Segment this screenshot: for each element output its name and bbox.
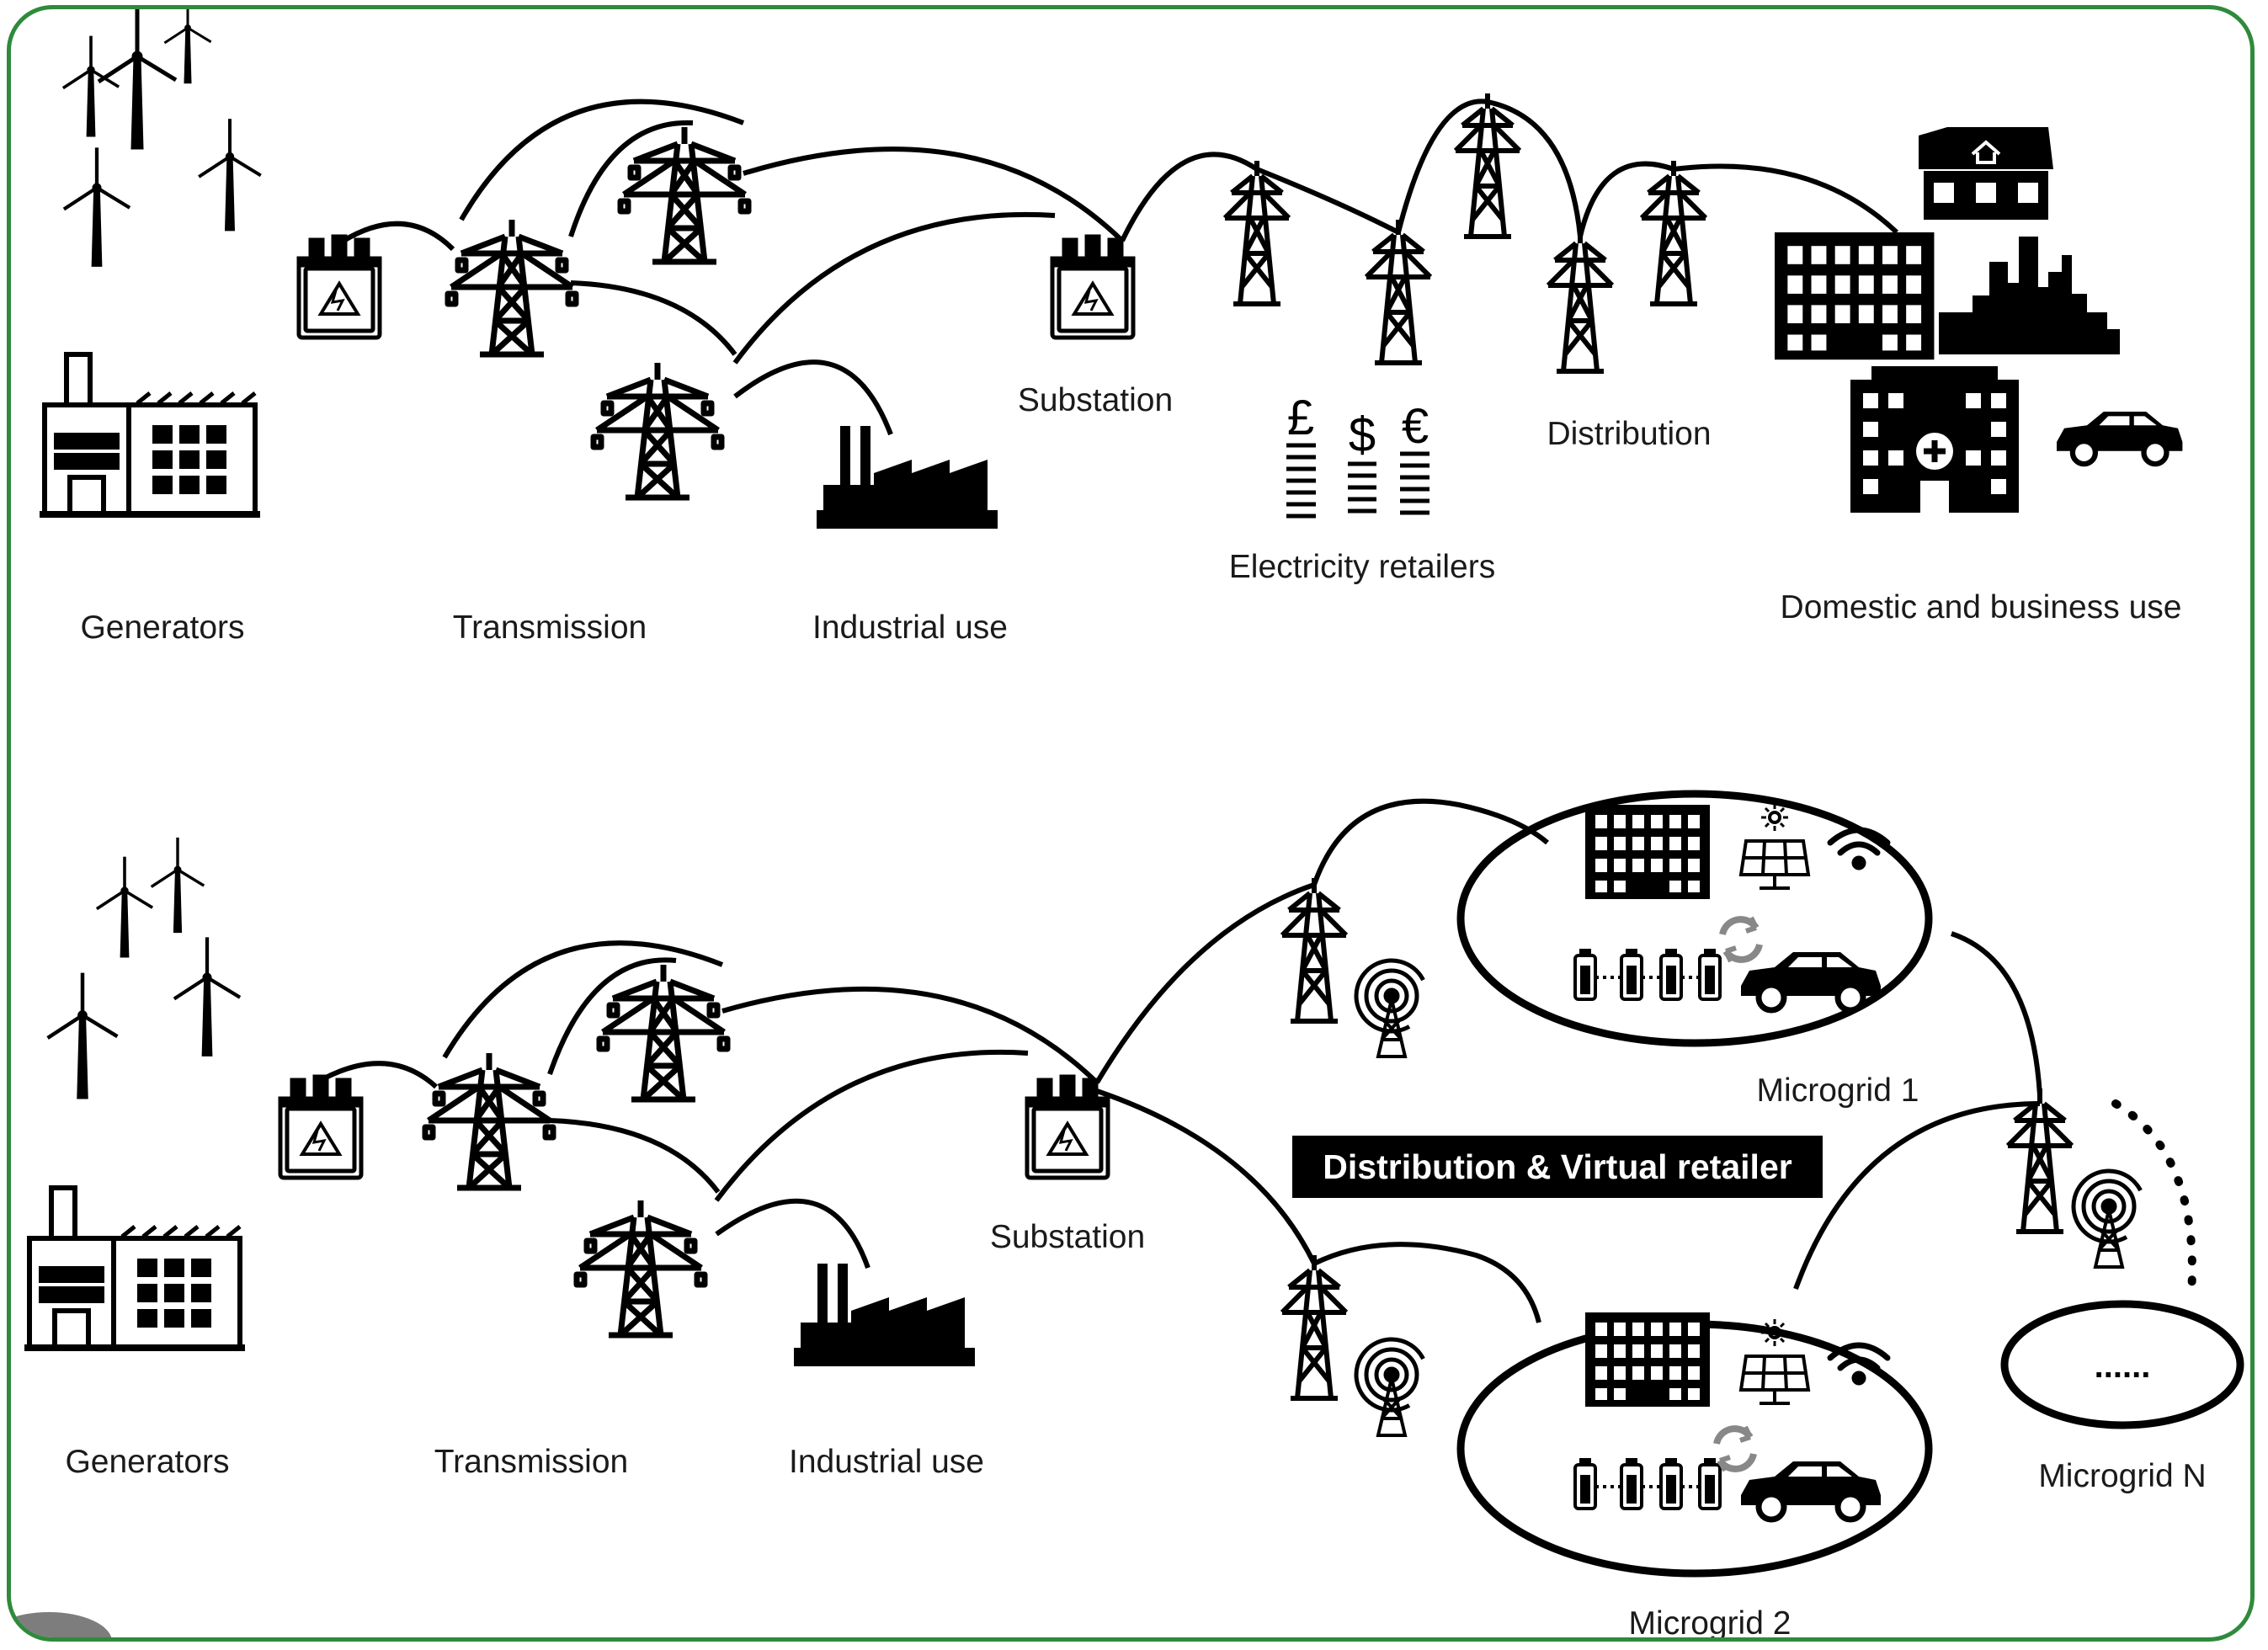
- electricity-retailers-label: Electricity retailers: [1228, 549, 1496, 585]
- top-power-lines: [342, 98, 1899, 436]
- bottom-wind-farm: [48, 836, 241, 1099]
- transformer-icon: [1027, 1077, 1108, 1178]
- wind-turbine-icon: [95, 854, 154, 959]
- car-icon: [1741, 952, 1881, 1010]
- wind-turbine-icon: [162, 9, 213, 85]
- pylon-icon: [1548, 228, 1612, 371]
- pylon-icon: [599, 965, 727, 1099]
- battery-icon: [1620, 1458, 1643, 1510]
- transformer-icon: [1052, 237, 1133, 338]
- diagram-frame: £ $ €: [7, 5, 2255, 1642]
- wind-turbine-icon: [150, 836, 205, 934]
- pylon-icon: [448, 220, 576, 354]
- pylon-icon: [620, 127, 748, 262]
- consumers-group: [1775, 127, 2182, 513]
- wind-turbine-icon: [64, 147, 130, 266]
- wind-turbine-icon: [199, 119, 261, 231]
- pylon-icon: [1456, 93, 1520, 237]
- diagram-canvas: £ $ €: [11, 9, 2244, 1578]
- house-icon: [1919, 127, 2053, 220]
- radio-tower-icon: [2061, 1158, 2158, 1267]
- factory-icon: [817, 426, 998, 529]
- car-icon: [1741, 1461, 1881, 1520]
- microgrid-n-inner-text: ......: [2095, 1348, 2151, 1385]
- transformer-icon: [280, 1077, 361, 1178]
- top-substation-label: Substation: [1017, 382, 1174, 418]
- domestic-business-use-label: Domestic and business use: [1780, 589, 2182, 625]
- battery-icon: [1573, 1458, 1597, 1510]
- microgrid-2: [1456, 1312, 1933, 1578]
- top-generators-label: Generators: [80, 609, 245, 646]
- bottom-transmission-label: Transmission: [434, 1444, 629, 1480]
- wind-turbine-icon: [61, 34, 120, 138]
- pylon-icon: [594, 363, 721, 498]
- office-building-icon: [1775, 232, 1935, 360]
- battery-icon: [1620, 949, 1643, 1001]
- wind-turbine-icon: [98, 9, 176, 149]
- power-plant-icon: [40, 354, 260, 514]
- top-industrial-use-label: Industrial use: [812, 609, 1008, 646]
- pylon-icon: [2008, 1088, 2072, 1232]
- top-wind-farm: [61, 9, 261, 267]
- office-building-icon: [1585, 805, 1710, 899]
- city-skyline-icon: [1939, 237, 2120, 354]
- battery-icon: [1659, 949, 1683, 1001]
- wind-turbine-icon: [174, 937, 240, 1056]
- bottom-substation-label: Substation: [989, 1219, 1146, 1255]
- pound-symbol: £: [1287, 391, 1314, 445]
- battery-icon: [1698, 949, 1722, 1001]
- transformer-icon: [299, 237, 380, 338]
- microgrid-n-label: Microgrid N: [2038, 1458, 2207, 1494]
- microgrid-1-label: Microgrid 1: [1756, 1072, 1919, 1109]
- microgrid-1: [1456, 790, 1933, 1047]
- wind-turbine-icon: [48, 973, 118, 1099]
- pylon-icon: [1282, 878, 1346, 1021]
- pylon-icon: [577, 1200, 705, 1335]
- top-transmission-label: Transmission: [452, 609, 647, 646]
- bottom-generators-label: Generators: [65, 1444, 230, 1480]
- refresh-icon: [1717, 1427, 1754, 1471]
- bottom-power-lines: [322, 798, 2196, 1323]
- bottom-industrial-use-label: Industrial use: [789, 1444, 984, 1480]
- pylon-icon: [425, 1053, 553, 1188]
- pylon-icon: [1225, 161, 1289, 304]
- car-icon: [2057, 412, 2182, 464]
- radio-tower-icon: [1344, 948, 1440, 1057]
- pylon-icon: [1366, 220, 1430, 363]
- euro-symbol: €: [1402, 399, 1429, 454]
- hospital-icon: [1850, 366, 2019, 513]
- factory-icon: [794, 1264, 975, 1366]
- refresh-icon: [1722, 918, 1760, 961]
- office-building-icon: [1585, 1312, 1710, 1407]
- power-plant-icon: [24, 1188, 245, 1348]
- distribution-label: Distribution: [1547, 416, 1712, 452]
- pylon-icon: [1642, 161, 1706, 304]
- wifi-icon: [1830, 830, 1887, 867]
- battery-icon: [1698, 1458, 1722, 1510]
- microgrid-1-boundary: [1456, 790, 1933, 1047]
- microgrid-n: ......: [2000, 1300, 2244, 1429]
- distribution-virtual-retailer-banner: Distribution & Virtual retailer: [1292, 1136, 1823, 1198]
- battery-icon: [1573, 949, 1597, 1001]
- currency-stack-icon: [1286, 443, 1429, 519]
- battery-icon: [1659, 1458, 1683, 1510]
- microgrid-n-boundary: [2000, 1300, 2244, 1429]
- radio-tower-icon: [1344, 1327, 1440, 1435]
- pylon-icon: [1282, 1255, 1346, 1398]
- currency-group: £ $ €: [1286, 391, 1429, 519]
- dollar-symbol: $: [1349, 407, 1376, 462]
- solar-panel-icon: [1739, 802, 1810, 890]
- microgrid-2-label: Microgrid 2: [1628, 1605, 1792, 1642]
